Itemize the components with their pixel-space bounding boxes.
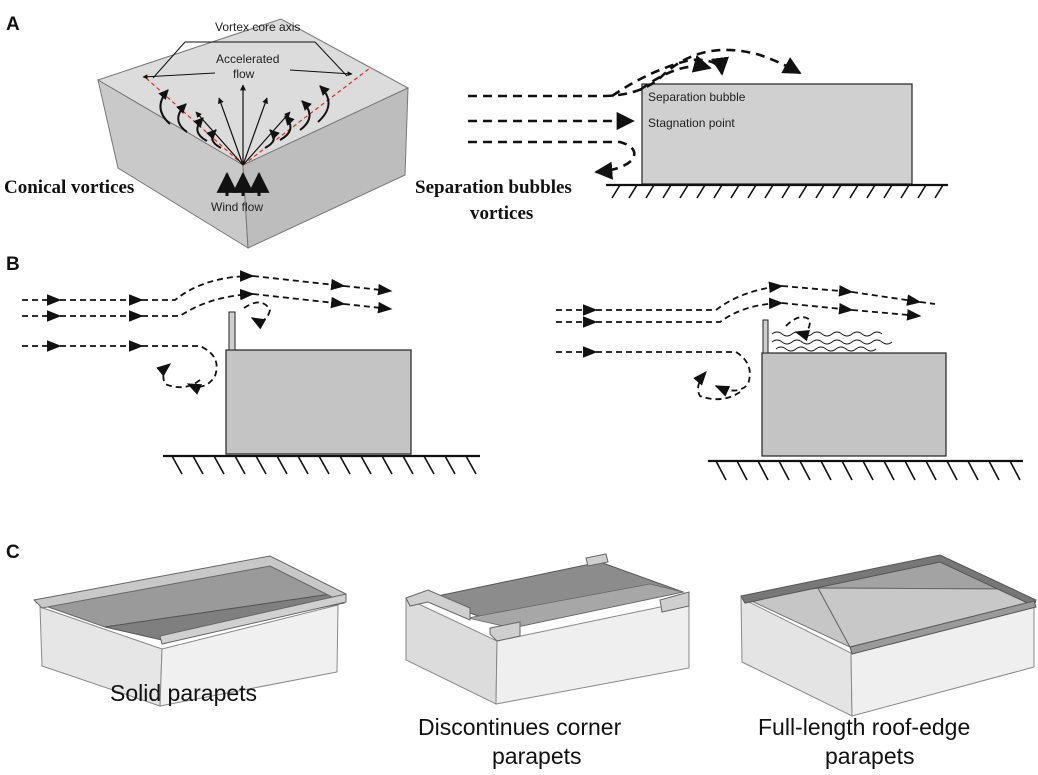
stagnation-point-label: Stagnation point [648, 116, 735, 130]
solid-parapet-front-edge [159, 593, 347, 645]
separation-building [641, 83, 913, 185]
separation-bubbles-title-line1: Separation bubbles [415, 177, 572, 198]
conical-vortices-title: Conical vortices [4, 177, 134, 198]
full-parapet-front-rim [849, 600, 1037, 655]
separation-bubbles-title-line2: vortices [470, 203, 533, 224]
disc-front-wall [495, 600, 690, 705]
vortex-core-arrow-right [289, 69, 353, 77]
accelerated-flow-arrows [195, 84, 291, 166]
left-ground-hatch [171, 455, 477, 475]
parapet-flow-diagram-right [556, 281, 1023, 481]
panel-b-letter: B [6, 254, 20, 275]
right-parapet [762, 319, 769, 354]
full-length-parapets-caption-line1: Full-length roof-edge [758, 714, 970, 740]
disc-parapet-left-corner [405, 589, 471, 621]
disc-parapet-back-corner [585, 553, 609, 567]
conical-vortex-arrows-right [264, 85, 330, 149]
solid-parapet-rim [32, 555, 347, 609]
separation-flow-lines [468, 48, 802, 180]
roof-turbulence-lines [771, 331, 893, 352]
vortex-core-bracket-left [152, 41, 186, 79]
disc-parapet-right-corner [659, 591, 690, 613]
panel-a-letter: A [6, 14, 20, 35]
conical-vortices-diagram: Vortex core axis Accelerated flow Wind f… [96, 18, 410, 249]
discontinuous-parapets-caption-line1: Discontinues corner [418, 714, 622, 740]
panel-c-letter: C [6, 542, 20, 563]
wind-flow-label: Wind flow [211, 200, 263, 214]
vortex-core-axis-right [242, 67, 371, 166]
left-streamlines [22, 270, 393, 395]
solid-front-wall [159, 604, 339, 707]
disc-parapet-front-corner [489, 621, 521, 642]
conical-vortex-arrows-left [158, 89, 222, 149]
separation-ground-hatch [611, 184, 944, 199]
left-building [225, 349, 412, 455]
vortex-core-axis-label: Vortex core axis [215, 20, 300, 34]
vortex-core-arrow-left [142, 72, 216, 80]
right-ground-hatch [715, 460, 1021, 481]
wind-flow-arrows [216, 171, 270, 196]
discontinuous-parapets-building [405, 553, 690, 705]
separation-bubble-label: Separation bubble [648, 90, 746, 104]
accelerated-flow-label-line2: flow [233, 67, 255, 81]
accelerated-flow-label-line1: Accelerated [216, 52, 279, 66]
solid-parapets-building [32, 555, 347, 707]
right-streamlines [556, 281, 936, 401]
left-parapet [228, 311, 236, 351]
full-length-parapets-building [740, 554, 1037, 717]
conical-block-right-face [242, 87, 409, 249]
discontinuous-parapets-caption-line2: parapets [492, 743, 582, 769]
full-length-parapets-caption-line2: parapets [825, 743, 915, 769]
vortex-core-bracket-right [314, 41, 348, 77]
parapet-flow-diagram-left [22, 270, 480, 475]
solid-parapets-caption: Solid parapets [110, 680, 257, 706]
right-building [761, 352, 947, 457]
disc-roof-light [467, 583, 684, 629]
separation-bubble-diagram: Separation bubble Stagnation point [468, 48, 948, 199]
